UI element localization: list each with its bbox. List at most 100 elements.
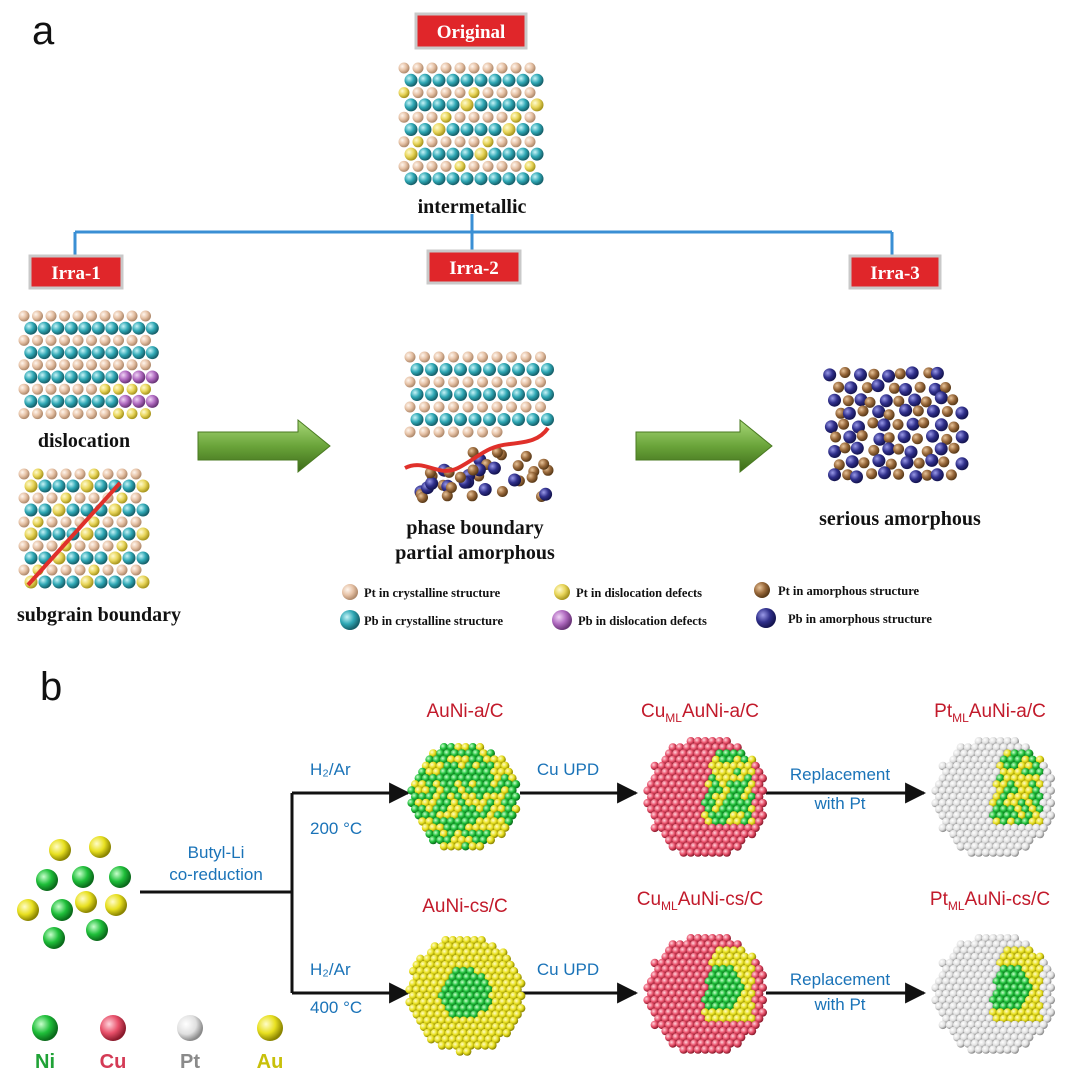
np-atom [758,1008,767,1017]
caption-partial-amorphous: partial amorphous [395,542,555,564]
np-atom [719,817,728,826]
pb-atom [512,363,525,376]
bottom-condition-gas: H₂/Ar [310,960,351,979]
pt-atom [74,540,86,552]
pt-atom [467,464,479,476]
np-atom [971,977,980,986]
pt-atom [524,160,536,172]
pb-atom [51,346,65,360]
pb-atom [909,470,923,484]
np-atom [686,798,695,808]
pt-atom [885,458,897,470]
np-atom [490,792,499,801]
np-atom [974,958,983,968]
bottom-cu-upd-label: Cu UPD [537,960,599,979]
green-arrow-1 [197,418,331,474]
np-atom [697,805,706,814]
np-atom [697,768,706,777]
pt-atom [126,359,138,371]
np-atom [931,983,940,992]
np-atom [963,952,973,961]
np-atom [967,786,976,795]
legend-pb-amorphous-label: Pb in amorphous structure [788,612,932,626]
pb-atom [906,417,920,431]
precursor-nanoparticles [17,836,131,949]
pb-atom [530,73,544,87]
np-atom [493,761,503,770]
np-atom [949,805,958,814]
np-atom [441,948,450,957]
np-atom [445,991,454,1001]
np-atom [693,995,703,1005]
np-atom [468,743,477,752]
np-atom [953,995,962,1005]
pb-atom [66,503,80,517]
np-atom [999,1002,1009,1011]
pb-atom [418,147,432,161]
pt-atom [454,471,466,483]
pb-atom [94,575,108,589]
np-atom [693,1008,703,1017]
np-atom [971,743,980,752]
np-atom [470,973,479,982]
np-atom [459,954,468,963]
np-atom [425,767,434,777]
pt-atom [491,446,503,458]
np-atom [1014,817,1023,826]
np-atom [504,767,513,777]
tag-irra-1: Irra-1 [28,254,124,290]
pb-atom [38,527,52,541]
np-atom [1035,1002,1045,1011]
np-atom [690,817,699,826]
np-atom [1021,755,1030,764]
np-atom [683,1002,692,1011]
np-atom [996,823,1005,833]
np-atom [437,967,447,976]
np-atom [708,798,717,808]
np-atom [981,798,991,808]
np-atom [502,1028,511,1038]
np-atom [454,743,463,752]
np-atom [455,936,465,945]
np-atom [992,817,1001,826]
pt-atom [512,460,524,472]
np-atom [486,786,495,795]
np-atom [672,761,681,771]
np-atom [942,1002,951,1011]
np-atom [508,811,517,820]
pt-atom [496,136,508,148]
np-atom [455,1047,465,1056]
pt-atom [86,310,97,322]
pt-atom [433,376,445,388]
np-atom [711,940,721,949]
np-atom [473,942,483,951]
np-atom [722,1008,731,1017]
np-atom [737,786,746,795]
np-atom [999,977,1009,986]
np-atom [974,786,983,795]
np-atom [427,1035,436,1044]
np-atom [974,1033,983,1042]
np-atom [429,811,438,820]
np-atom [1017,761,1027,771]
np-atom [726,792,735,802]
np-atom [425,829,434,839]
pb-atom [24,370,38,384]
np-atom [719,842,728,851]
bottom-replacement-label-2: with Pt [813,995,865,1014]
np-atom [650,823,659,833]
np-atom [491,948,501,957]
np-atom [461,804,470,814]
np-atom [729,983,739,992]
np-atom [935,989,944,999]
np-atom [686,848,695,857]
cu-legend-label: Cu [100,1051,127,1073]
np-atom [450,823,459,832]
np-atom [737,946,746,955]
caption-serious-amorphous: serious amorphous [819,508,981,530]
np-atom [683,977,692,986]
np-atom [697,755,706,764]
pb-atom [516,73,530,87]
np-atom [657,786,667,795]
np-atom [737,958,746,968]
